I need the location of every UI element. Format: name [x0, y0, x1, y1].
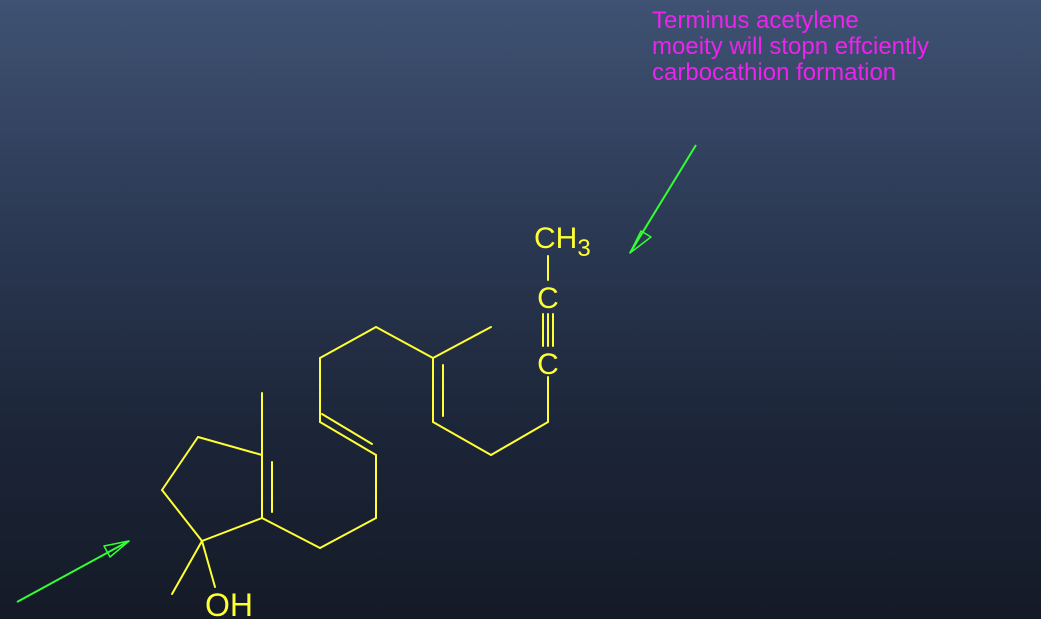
molecule-skeleton [161, 255, 554, 595]
ring-bond [201, 517, 263, 542]
atom-labels: CH3 C C OH [205, 222, 591, 619]
chain-bond [490, 421, 549, 456]
alkyne-carbon-lower: C [537, 348, 559, 381]
chain-double-bond [319, 421, 377, 456]
hydroxyl-label: OH [205, 587, 253, 619]
methyl-bond [171, 540, 203, 595]
chain-bond [432, 421, 492, 456]
ring-bond [161, 489, 203, 542]
annotation-line-1: Terminus acetylene [652, 7, 859, 34]
methyl-element: CH [534, 222, 577, 255]
chain-bond [319, 326, 377, 359]
chain-double-bond-inner [321, 413, 373, 445]
chain-bond [319, 517, 377, 549]
arrow-icon [629, 144, 697, 254]
arrow-icon [16, 540, 130, 603]
annotation-line-3: carbocathion formation [652, 59, 897, 86]
ring-bond [197, 436, 263, 456]
hydroxyl-bond [201, 540, 216, 588]
ring-bond [161, 436, 199, 491]
branch-methyl-bond [432, 326, 492, 359]
chain-bond [261, 517, 321, 549]
methyl-subscript: 3 [577, 235, 590, 262]
chain-bond [375, 326, 434, 359]
methyl-label: CH3 [534, 222, 591, 262]
pointer-arrows [16, 144, 697, 603]
annotation-text: Terminus acetylene moeity will stopn eff… [652, 8, 1041, 86]
annotation-line-2: moeity will stopn effciently [652, 33, 930, 60]
alkyne-carbon-upper: C [537, 282, 559, 315]
